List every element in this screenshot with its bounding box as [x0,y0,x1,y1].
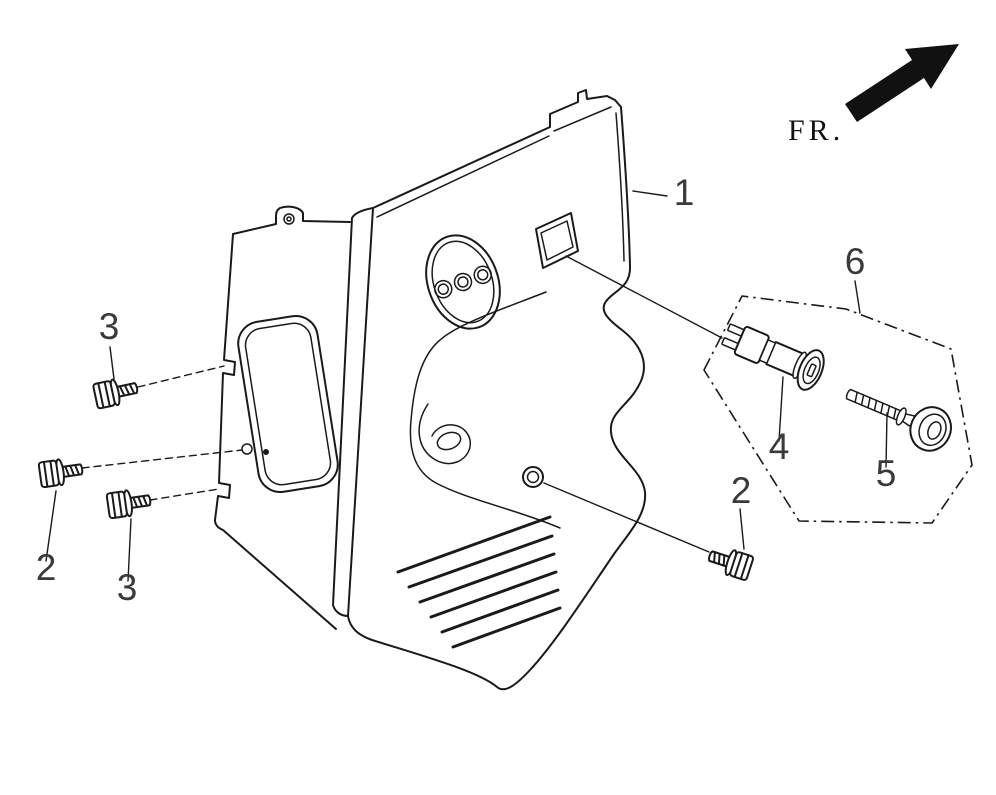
callout-3-bottom: 3 [117,567,138,608]
bolt-2-right [704,542,755,583]
alignment-line-switch [565,255,723,339]
panel-opening [237,314,339,494]
vent-slats [396,515,562,649]
alignment-line-3-bottom [149,488,220,501]
cover-side-face [332,207,374,617]
leader-5 [885,412,888,468]
leader-3-top [109,346,115,380]
leader-2-right [739,508,745,550]
cover-hook-detail [418,403,472,465]
side-cover [332,89,647,691]
cover-recess-line [409,291,561,529]
switch-plunger [845,388,953,452]
leader-3-bottom [127,518,132,582]
callout-3-top: 3 [99,306,120,347]
callout-6: 6 [845,241,866,282]
bolt-3-top [91,374,141,411]
mount-boss-oval [425,234,501,330]
panel-tab-hole [283,213,295,225]
cover-right-rim [615,112,625,262]
cover-bolt-hole [522,466,544,488]
leader-4 [778,376,784,442]
switch-opening [535,212,579,269]
inner-panel [214,205,351,630]
bolt-2-left [37,455,85,489]
keyhole-slot [806,363,817,378]
callout-2-right: 2 [731,470,752,511]
cover-top-rim [376,106,612,218]
bolt-3-bottom [105,486,153,520]
callout-5: 5 [876,453,897,494]
alignment-line-2-right [543,482,710,553]
leader-2-left [45,490,57,562]
ignition-switch [721,323,825,391]
assembly-boundary [703,295,973,524]
panel-bolt-hole [241,443,253,455]
callout-2-left: 2 [36,547,57,588]
cover-hook-oval [436,431,462,451]
panel-dot [263,449,269,455]
alignment-line-2-left [81,449,243,469]
callout-1: 1 [674,172,695,213]
fr-label: FR. [788,114,844,147]
leader-1 [632,190,668,197]
alignment-line-3-top [137,365,225,388]
fr-direction-arrow-icon [845,44,959,122]
leader-6 [854,280,861,314]
callout-4: 4 [769,426,790,467]
